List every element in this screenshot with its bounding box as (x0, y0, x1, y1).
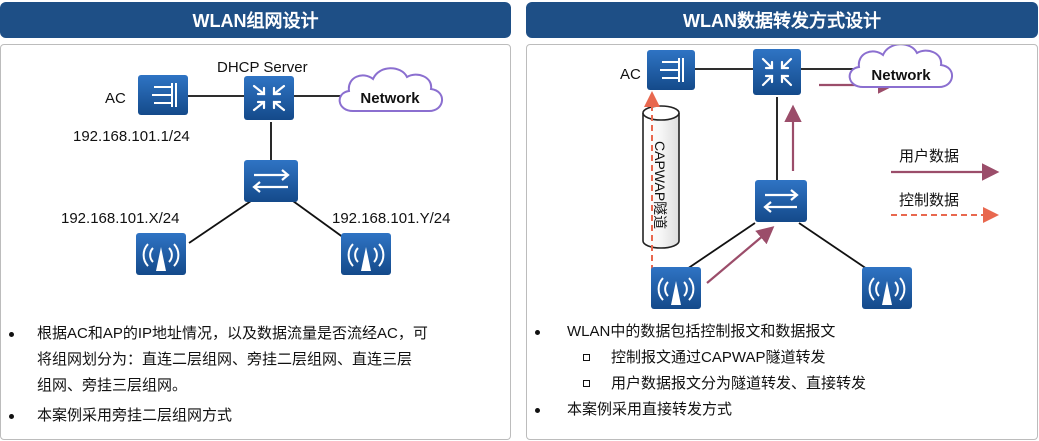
ap1-ip-label: 192.168.101.X/24 (61, 210, 179, 227)
switch-icon (755, 180, 807, 222)
access-point-icon (862, 267, 912, 309)
capwap-tunnel: CAPWAP隧道 (642, 105, 680, 249)
switch-icon (244, 160, 298, 202)
ac-ip-label: 192.168.101.1/24 (73, 128, 190, 145)
cloud-icon (848, 45, 953, 88)
panel-title: WLAN组网设计 (0, 2, 511, 38)
access-point-icon (651, 267, 701, 309)
legend-user-label: 用户数据 (899, 148, 959, 165)
right-panel: WLAN数据转发方式设计 CAPWAP隧道 (526, 2, 1038, 440)
access-point-icon (341, 233, 391, 275)
left-panel: WLAN组网设计 AC (0, 2, 511, 440)
bullet-item: 根据AC和AP的IP地址情况，以及数据流量是否流经AC，可 将组网划分为：直连二… (9, 321, 507, 399)
tunnel-label: CAPWAP隧道 (652, 141, 668, 229)
ap2-ip-label: 192.168.101.Y/24 (332, 210, 450, 227)
legend: 用户数据 控制数据 (891, 148, 1000, 223)
bullet-item: 本案例采用旁挂二层组网方式 (9, 403, 507, 429)
left-bullet-list: 根据AC和AP的IP地址情况，以及数据流量是否流经AC，可 将组网划分为：直连二… (9, 321, 507, 429)
router-icon (244, 76, 294, 120)
link-switch-ap1 (188, 200, 252, 244)
right-bullet-list: WLAN中的数据包括控制报文和数据报文 控制报文通过CAPWAP隧道转发 用户数… (535, 319, 1027, 423)
link-switch-ap2 (798, 222, 868, 270)
cloud-icon (338, 67, 443, 112)
access-point-icon (136, 233, 186, 275)
access-controller-icon (138, 75, 188, 115)
bullet-item: WLAN中的数据包括控制报文和数据报文 (535, 319, 1027, 345)
network-label: Network (871, 67, 931, 84)
ac-label: AC (105, 90, 126, 107)
sub-bullet-item: 用户数据报文分为隧道转发、直接转发 (567, 371, 1027, 397)
link-switch-ap1 (686, 222, 756, 270)
network-label: Network (360, 90, 420, 107)
network-diagram: AC 192.168.101.1/24 DHCP Server Network (61, 59, 450, 275)
access-controller-icon (647, 50, 695, 90)
forwarding-diagram: CAPWAP隧道 AC (620, 45, 1000, 309)
dhcp-server-label: DHCP Server (217, 59, 308, 76)
right-panel-body: CAPWAP隧道 AC (526, 44, 1038, 440)
left-panel-body: AC 192.168.101.1/24 DHCP Server Network (0, 44, 511, 440)
bullet-item: 本案例采用直接转发方式 (535, 397, 1027, 423)
router-icon (753, 49, 801, 95)
ac-label: AC (620, 66, 641, 83)
legend-control-label: 控制数据 (899, 192, 959, 209)
sub-bullet-item: 控制报文通过CAPWAP隧道转发 (567, 345, 1027, 371)
panel-title: WLAN数据转发方式设计 (526, 2, 1038, 38)
